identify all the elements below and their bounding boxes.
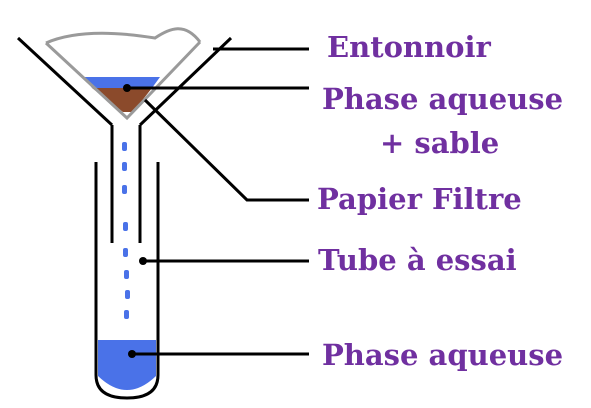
filtrate-liquid (98, 340, 156, 390)
funnel-liquid (84, 77, 160, 88)
label-funnel: Entonnoir (327, 30, 491, 64)
dot-residue (123, 84, 131, 92)
drop (122, 162, 127, 171)
dot-test-tube (139, 257, 147, 265)
label-residue-line2: + sable (380, 126, 500, 160)
funnel-outline (16, 36, 233, 243)
filter-paper-cone (44, 40, 202, 121)
drop (124, 310, 129, 319)
dot-filtrate (128, 350, 136, 358)
falling-drops (122, 142, 130, 319)
label-test-tube: Tube à essai (318, 243, 517, 277)
filter-paper-top (45, 27, 202, 45)
drop (124, 270, 129, 279)
leader-dots (123, 84, 147, 358)
label-filtrate: Phase aqueuse (322, 338, 564, 372)
test-tube-outline (94, 162, 160, 400)
drop (123, 222, 128, 231)
drop (122, 185, 127, 194)
drop (123, 248, 128, 257)
drop (125, 290, 130, 299)
label-residue-line1: Phase aqueuse (322, 82, 564, 116)
leader-lines (127, 47, 309, 356)
label-filter-paper: Papier Filtre (317, 182, 522, 216)
leader-filter-paper (143, 98, 309, 202)
drop (122, 142, 127, 151)
